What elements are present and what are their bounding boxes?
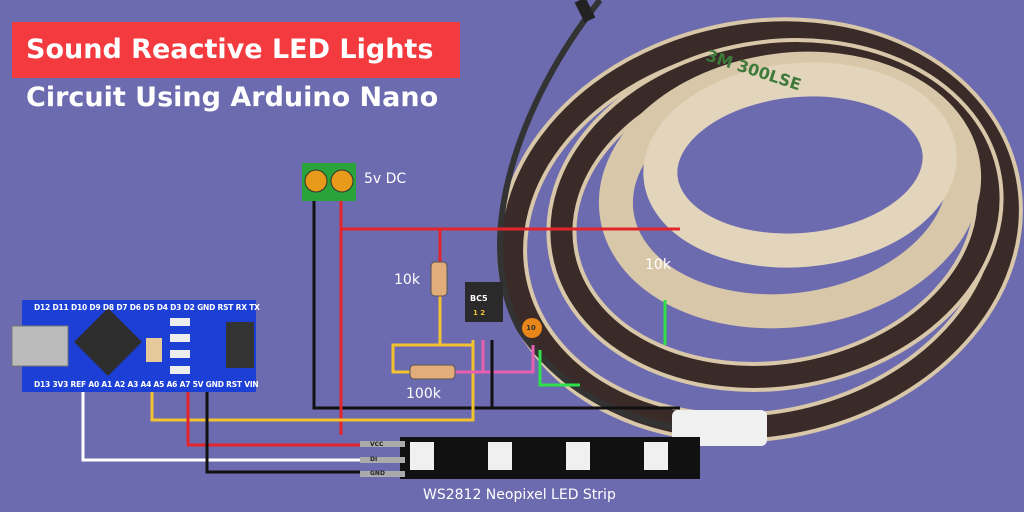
nano-bottom-pins: D13 3V3 REF A0 A1 A2 A3 A4 A5 A6 A7 5V G…	[34, 380, 259, 389]
neopixel-strip	[360, 437, 700, 479]
led-strip-reel: 3M 300LSE	[497, 0, 1023, 446]
power-label: 5v DC	[364, 171, 407, 187]
wires	[81, 200, 680, 474]
transistor-pins: 1 2	[473, 309, 486, 317]
transistor	[465, 282, 503, 322]
power-terminal	[302, 163, 356, 201]
resistor-right-label: 10k	[645, 257, 671, 273]
resistor-10k	[430, 261, 448, 297]
strip-vcc-label: VCC	[370, 441, 384, 448]
capacitor-label: 10	[526, 324, 536, 332]
strip-caption: WS2812 Neopixel LED Strip	[423, 487, 616, 503]
arduino-nano	[11, 300, 256, 392]
nano-top-pins: D12 D11 D10 D9 D8 D7 D6 D5 D4 D3 D2 GND …	[34, 303, 260, 312]
title-line-2: Circuit Using Arduino Nano	[26, 82, 439, 113]
strip-gnd-label: GND	[370, 470, 385, 477]
strip-di-label: DI	[370, 456, 378, 463]
capacitor	[522, 318, 542, 338]
transistor-label: BC5	[470, 294, 488, 303]
resistor-100k-label: 100k	[406, 386, 441, 402]
resistor-100k	[409, 364, 456, 380]
resistor-10k-label: 10k	[394, 272, 420, 288]
title-line-1: Sound Reactive LED Lights	[12, 22, 460, 78]
